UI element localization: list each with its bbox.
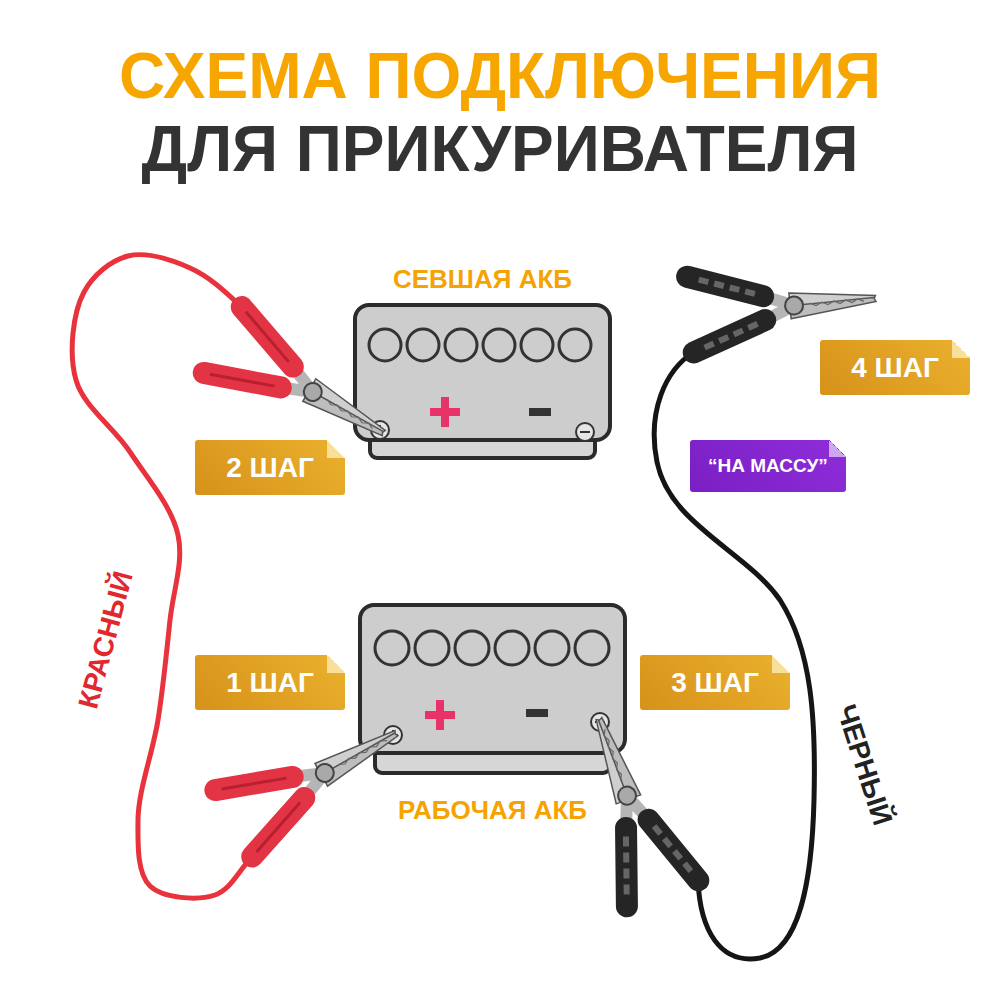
step-tag: 4 ШАГ: [820, 340, 970, 395]
battery-node: СЕВШАЯ АКБ: [350, 262, 615, 462]
step-label: “НА МАССУ”: [708, 455, 828, 477]
step-label: 3 ШАГ: [671, 667, 759, 699]
red-clamp: [215, 700, 415, 857]
black-clamp: [687, 261, 879, 353]
battery-working: [360, 605, 625, 773]
step-label: 4 ШАГ: [851, 352, 939, 384]
battery-label: СЕВШАЯ АКБ: [389, 262, 576, 297]
title: СХЕМА ПОДКЛЮЧЕНИЯ ДЛЯ ПРИКУРИВАТЕЛЯ: [70, 40, 930, 186]
battery-label: РАБОЧАЯ АКБ: [394, 793, 591, 828]
cable-color-label: КРАСНЫЙ: [72, 568, 139, 712]
step-label: 1 ШАГ: [226, 667, 314, 699]
ground-tag: “НА МАССУ”: [690, 440, 846, 492]
step-label: 2 ШАГ: [226, 452, 314, 484]
battery-dead: [355, 305, 610, 458]
step-tag: 2 ШАГ: [195, 440, 345, 495]
cable-color-label: ЧЕРНЫЙ: [830, 701, 899, 830]
battery-node: РАБОЧАЯ АКБ: [355, 600, 630, 828]
step-tag: 3 ШАГ: [640, 655, 790, 710]
step-tag: 1 ШАГ: [195, 655, 345, 710]
